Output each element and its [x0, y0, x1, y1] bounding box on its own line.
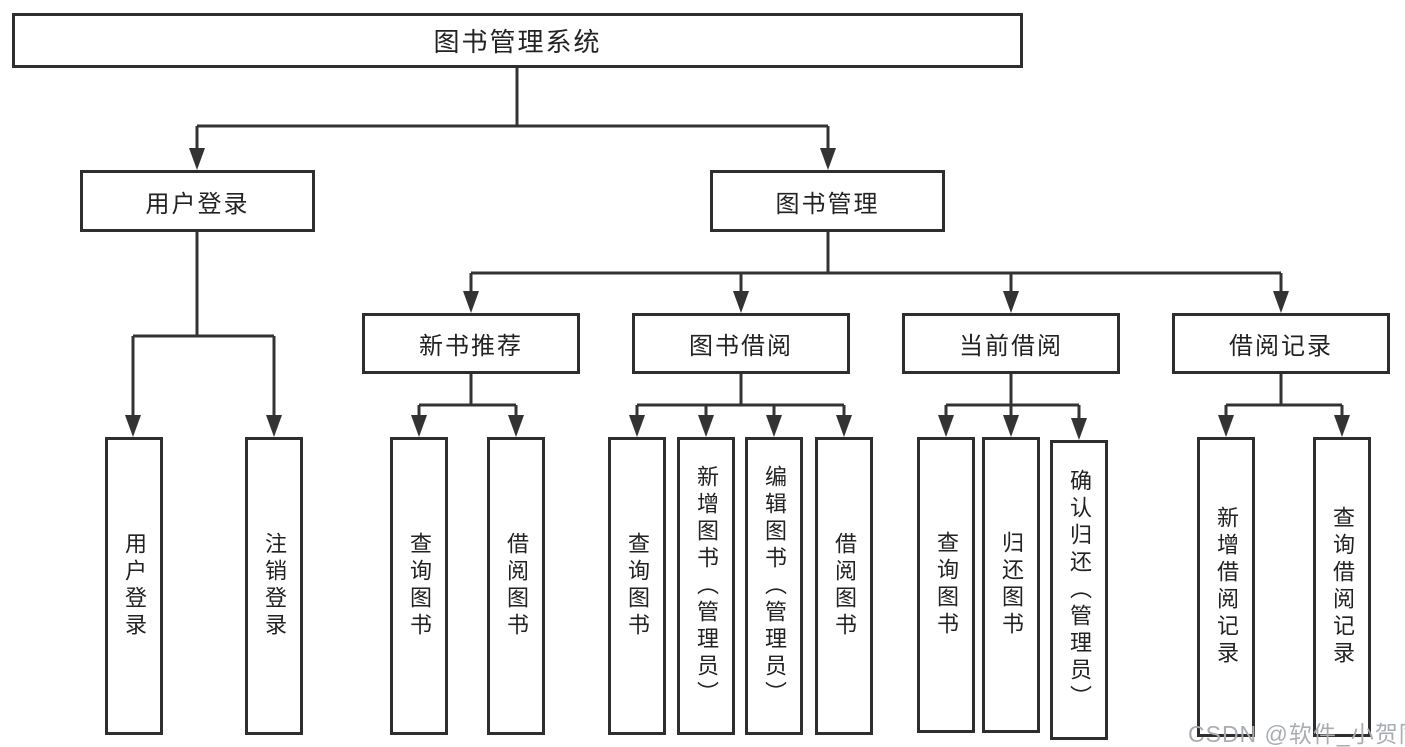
- node-leaf-confirm-return-admin: 确认归还（管理员）: [1050, 440, 1108, 740]
- node-leaf-query-book-2: 查询图书: [608, 437, 666, 735]
- connector-book-management-children: [463, 232, 1289, 313]
- node-library-management-system: 图书管理系统: [12, 13, 1023, 68]
- connector-current-borrow-children: [938, 374, 1087, 440]
- node-leaf-user-login: 用户登录: [105, 437, 163, 735]
- node-leaf-query-book-3: 查询图书: [917, 437, 975, 733]
- connector-borrow-records-children: [1218, 374, 1350, 437]
- connector-user-login-children: [125, 232, 282, 437]
- node-book-borrow: 图书借阅: [632, 313, 850, 374]
- node-leaf-logout: 注销登录: [245, 437, 303, 735]
- node-new-book-recommend: 新书推荐: [362, 313, 580, 374]
- node-current-borrow: 当前借阅: [902, 313, 1120, 374]
- node-leaf-query-borrow-record: 查询借阅记录: [1313, 437, 1371, 737]
- node-leaf-borrow-book-2: 借阅图书: [815, 437, 873, 735]
- csdn-watermark: CSDN @软件_小贺同学: [1188, 721, 1405, 747]
- connector-new-book-children: [411, 374, 524, 437]
- connector-root-to-level2: [189, 68, 836, 170]
- node-leaf-add-borrow-record: 新增借阅记录: [1197, 437, 1255, 737]
- connector-book-borrow-children: [629, 374, 852, 437]
- node-leaf-borrow-book-1: 借阅图书: [487, 437, 545, 735]
- node-book-management: 图书管理: [710, 170, 945, 232]
- node-user-login: 用户登录: [80, 170, 315, 232]
- node-leaf-return-book: 归还图书: [982, 437, 1040, 733]
- node-leaf-query-book-1: 查询图书: [390, 437, 448, 735]
- node-borrow-records: 借阅记录: [1172, 313, 1390, 374]
- node-leaf-add-book-admin: 新增图书（管理员）: [677, 437, 735, 735]
- node-leaf-edit-book-admin: 编辑图书（管理员）: [745, 437, 803, 735]
